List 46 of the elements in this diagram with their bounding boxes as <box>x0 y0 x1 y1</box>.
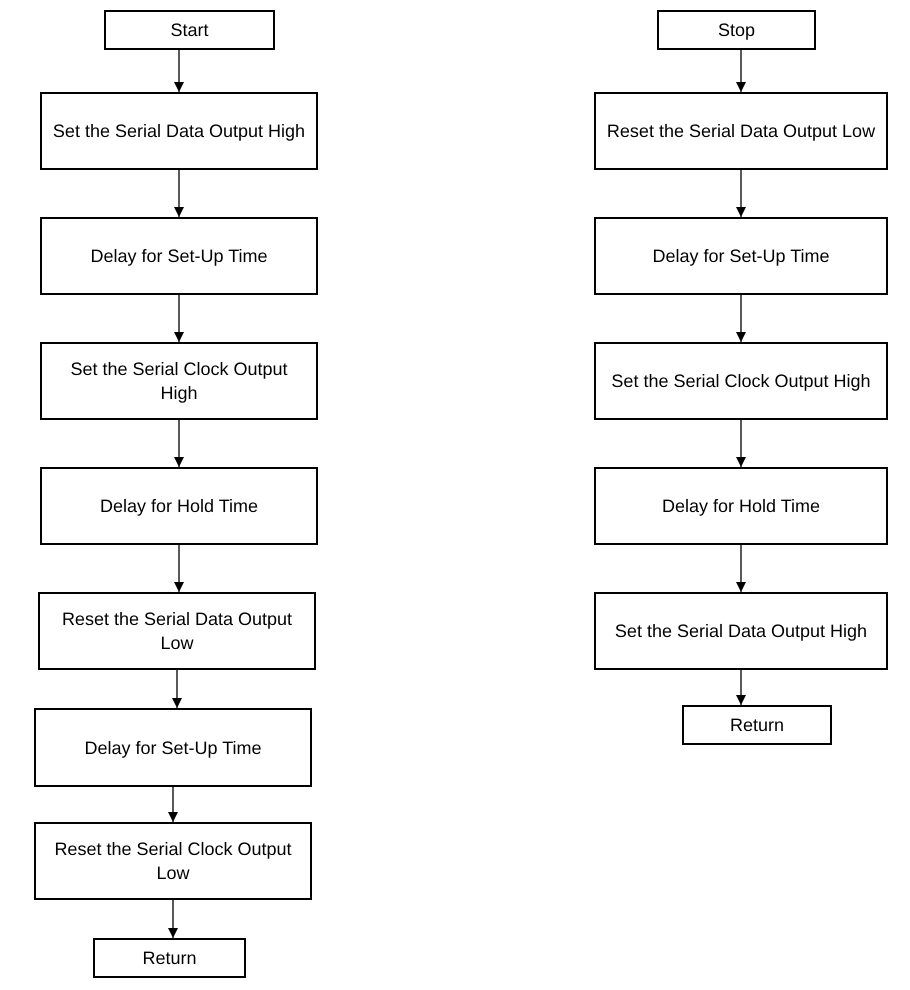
process-box <box>594 217 888 295</box>
process-box <box>40 92 318 170</box>
step-text: Reset the Serial Data Output Low <box>606 120 876 143</box>
step-text: Delay for Hold Time <box>100 495 258 518</box>
arrow <box>172 670 182 708</box>
step-text: Delay for Hold Time <box>662 495 820 518</box>
process-box <box>594 92 888 170</box>
arrow <box>174 170 184 217</box>
process-box <box>38 592 316 670</box>
arrow <box>736 670 746 705</box>
step-text: Start <box>170 19 208 42</box>
process-box <box>594 342 888 420</box>
arrow <box>736 295 746 342</box>
arrow <box>168 787 178 822</box>
arrow <box>174 545 184 592</box>
step-text: Reset the Serial Clock Output Low <box>53 838 293 885</box>
step-text: Set the Serial Clock Output High <box>611 370 871 393</box>
step-text: Delay for Set-Up Time <box>90 245 268 268</box>
arrow <box>174 420 184 467</box>
arrow <box>174 295 184 342</box>
arrow <box>736 420 746 467</box>
arrow <box>736 50 746 92</box>
process-box <box>34 708 312 787</box>
process-box <box>40 467 318 545</box>
step-text: Return <box>142 947 197 970</box>
process-box <box>682 705 832 745</box>
process-box <box>40 342 318 420</box>
process-box <box>93 938 246 978</box>
step-text: Return <box>730 714 784 737</box>
arrow <box>736 170 746 217</box>
step-text: Reset the Serial Data Output Low <box>60 608 294 655</box>
arrow <box>174 50 184 92</box>
arrow <box>736 545 746 592</box>
process-box <box>657 10 816 50</box>
process-box <box>34 822 312 900</box>
process-box <box>594 592 888 670</box>
process-box <box>40 217 318 295</box>
process-box <box>594 467 888 545</box>
process-box <box>104 10 275 50</box>
step-text: Stop <box>718 19 756 42</box>
arrow <box>168 900 178 938</box>
step-text: Delay for Set-Up Time <box>84 736 262 760</box>
step-text: Set the Serial Data Output High <box>614 620 868 643</box>
step-text: Set the Serial Clock Output High <box>69 358 289 405</box>
step-text: Set the Serial Data Output High <box>52 120 306 143</box>
step-text: Delay for Set-Up Time <box>652 245 830 268</box>
